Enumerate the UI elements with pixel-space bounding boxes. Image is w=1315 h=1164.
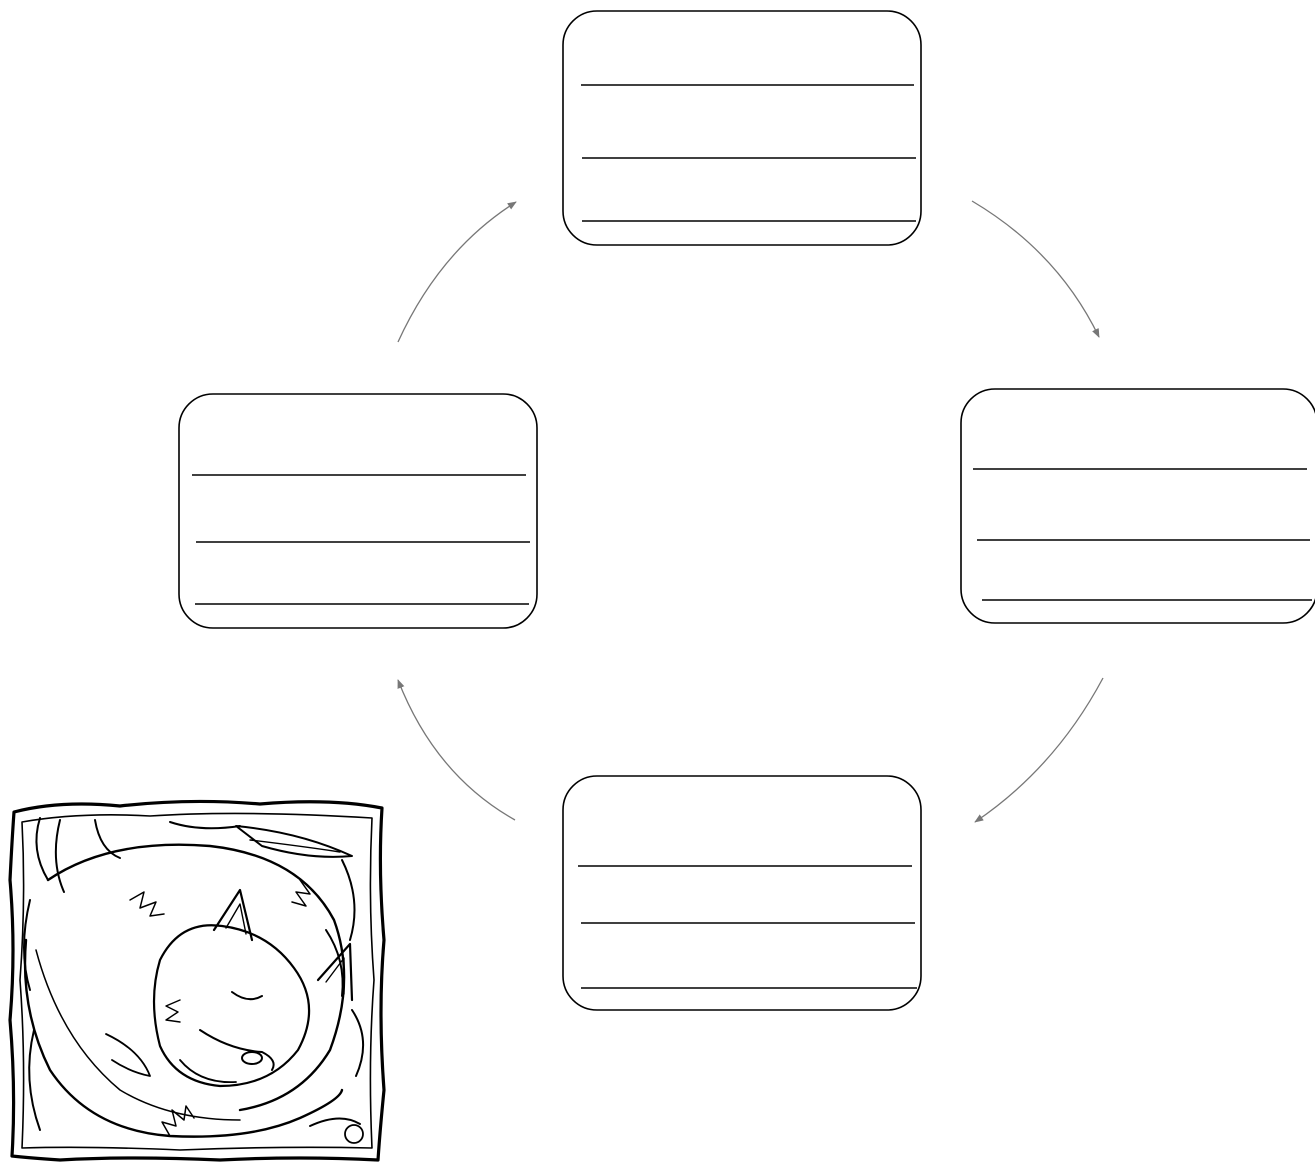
arrow-right-to-bottom — [975, 678, 1103, 822]
arrow-bottom-to-left — [398, 680, 515, 820]
cycle-box-right — [961, 389, 1315, 623]
cycle-box-top — [563, 11, 921, 245]
cycle-box-bottom — [563, 776, 921, 1010]
cycle-box-left — [179, 394, 537, 628]
arrow-top-to-right — [972, 201, 1099, 337]
sleeping-fox-illustration — [10, 801, 384, 1160]
arrow-left-to-top — [398, 202, 516, 342]
